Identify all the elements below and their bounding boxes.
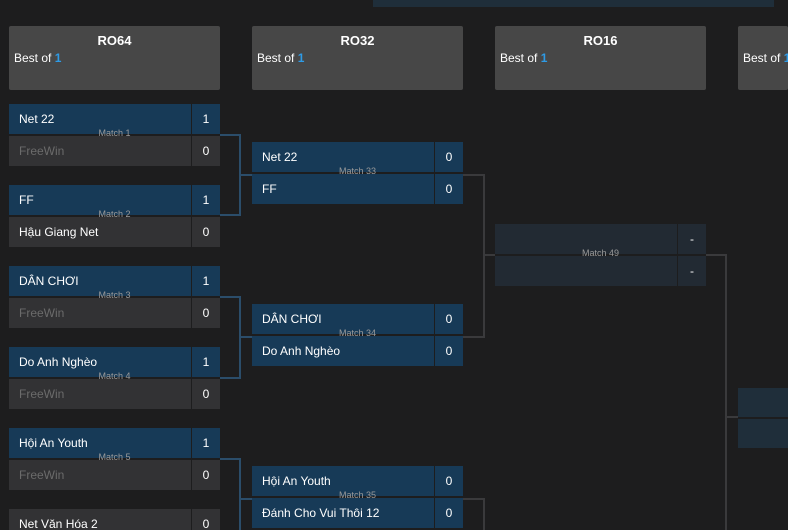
bracket-connector bbox=[239, 458, 241, 530]
round-name: RO32 bbox=[340, 33, 375, 48]
bracket-connector bbox=[483, 498, 485, 530]
team-name: Do Anh Nghèo bbox=[252, 336, 434, 366]
round-header-ro16: RO16 Best of 1 bbox=[495, 26, 706, 90]
team-score: 0 bbox=[192, 136, 220, 166]
team-score: - bbox=[678, 256, 706, 286]
team-score: 0 bbox=[435, 466, 463, 496]
bracket-connector bbox=[463, 498, 484, 500]
team-name bbox=[495, 256, 677, 286]
team-score: 1 bbox=[192, 347, 220, 377]
bracket-connector bbox=[463, 174, 484, 176]
bracket-connector bbox=[239, 174, 252, 176]
team-row[interactable]: - bbox=[495, 256, 706, 286]
best-of-label: Best of 1 bbox=[14, 51, 62, 65]
team-score: 0 bbox=[192, 379, 220, 409]
team-score: 0 bbox=[192, 509, 220, 530]
team-score: 1 bbox=[192, 104, 220, 134]
bracket-connector bbox=[239, 498, 252, 500]
team-name: FreeWin bbox=[9, 136, 191, 166]
team-name: FreeWin bbox=[9, 298, 191, 328]
team-score: 1 bbox=[192, 266, 220, 296]
team-score: 0 bbox=[435, 336, 463, 366]
bracket-connector bbox=[483, 254, 495, 256]
team-name: FF bbox=[252, 174, 434, 204]
top-scroll-strip bbox=[373, 0, 774, 7]
match-49[interactable]: - - Match 49 bbox=[495, 224, 706, 286]
team-name: DÂN CHƠI bbox=[252, 304, 434, 334]
team-score: 0 bbox=[435, 174, 463, 204]
team-score: 1 bbox=[192, 185, 220, 215]
best-of-label: Best of 1 bbox=[743, 51, 788, 65]
bracket-connector bbox=[725, 254, 727, 530]
round-name: RO16 bbox=[583, 33, 618, 48]
team-name: Net 22 bbox=[252, 142, 434, 172]
team-name: Hậu Giang Net bbox=[9, 217, 191, 247]
team-name: Hội An Youth bbox=[9, 428, 191, 458]
bracket-connector bbox=[725, 416, 738, 418]
round-header-ro32: RO32 Best of 1 bbox=[252, 26, 463, 90]
team-score: 0 bbox=[192, 217, 220, 247]
team-name: Do Anh Nghèo bbox=[9, 347, 191, 377]
team-score: - bbox=[678, 224, 706, 254]
team-name: Net Văn Hóa 2 bbox=[9, 509, 191, 530]
team-name bbox=[495, 224, 677, 254]
team-row[interactable]: - bbox=[495, 224, 706, 254]
team-name: FF bbox=[9, 185, 191, 215]
bracket-connector bbox=[483, 174, 485, 338]
round-header-ro8: Best of 1 bbox=[738, 26, 788, 90]
match-next-round[interactable] bbox=[738, 388, 788, 448]
bracket-connector bbox=[220, 458, 240, 460]
team-name: FreeWin bbox=[9, 460, 191, 490]
bracket-connector bbox=[239, 336, 252, 338]
round-header-ro64: RO64 Best of 1 bbox=[9, 26, 220, 90]
team-score: 0 bbox=[192, 460, 220, 490]
team-name: Hội An Youth bbox=[252, 466, 434, 496]
team-score: 0 bbox=[435, 142, 463, 172]
team-name: DÂN CHƠI bbox=[9, 266, 191, 296]
best-of-label: Best of 1 bbox=[500, 51, 548, 65]
round-name: RO64 bbox=[97, 33, 132, 48]
team-score: 0 bbox=[435, 498, 463, 528]
team-name: FreeWin bbox=[9, 379, 191, 409]
bracket-connector bbox=[706, 254, 726, 256]
bracket-connector bbox=[220, 296, 240, 298]
team-score: 0 bbox=[435, 304, 463, 334]
bracket-connector bbox=[463, 336, 484, 338]
bracket-connector bbox=[220, 214, 240, 216]
team-score: 0 bbox=[192, 298, 220, 328]
bracket-connector bbox=[220, 134, 240, 136]
bracket-connector bbox=[220, 377, 240, 379]
team-score: 1 bbox=[192, 428, 220, 458]
team-name: Đánh Cho Vui Thôi 12 bbox=[252, 498, 434, 528]
team-name: Net 22 bbox=[9, 104, 191, 134]
best-of-label: Best of 1 bbox=[257, 51, 305, 65]
